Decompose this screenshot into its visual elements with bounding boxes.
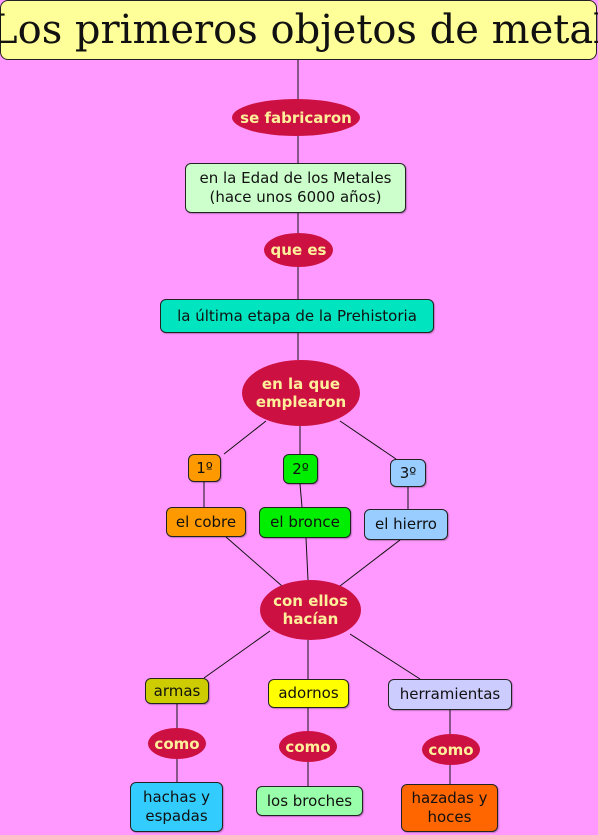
concept-el-cobre: el cobre (166, 507, 246, 537)
concept-edad-line-1: en la Edad de los Metales (199, 169, 392, 188)
linker-se-fabricaron: se fabricaron (232, 99, 360, 136)
concept-hazadas-y-hoces: hazadas y hoces (401, 784, 498, 832)
concept-el-hierro: el hierro (364, 509, 448, 540)
concept-armas: armas (145, 678, 209, 704)
connector-line (225, 536, 283, 587)
concept-edad-de-los-metales: en la Edad de los Metales (hace unos 600… (185, 163, 406, 213)
connector-line (305, 537, 309, 581)
concept-hachas-y-espadas: hachas y espadas (130, 782, 223, 832)
connector-line (203, 630, 271, 679)
map-title: Los primeros objetos de metal (0, 0, 598, 60)
concept-hachas-line-2: espadas (145, 807, 208, 825)
concept-segundo: 2º (283, 454, 318, 484)
concept-los-broches: los broches (256, 786, 363, 816)
concept-edad-line-2: (hace unos 6000 años) (209, 188, 382, 206)
linker-que-es: que es (264, 233, 333, 267)
connector-line (349, 633, 421, 680)
connector-line (223, 420, 267, 455)
linker-en-la-que-emplearon: en la que emplearon (242, 360, 360, 426)
linker-como-herramientas: como (422, 734, 480, 765)
linker-line-2: hacían (282, 610, 339, 628)
concept-tercero: 3º (390, 459, 426, 487)
concept-hachas-line-1: hachas y (142, 788, 211, 807)
connector-line (339, 539, 401, 587)
concept-primero: 1º (188, 454, 221, 482)
concept-hazadas-line-2: hoces (427, 808, 472, 826)
linker-line-2: emplearon (255, 393, 347, 411)
linker-con-ellos-hacian: con ellos hacían (260, 580, 361, 640)
concept-ultima-etapa-prehistoria: la última etapa de la Prehistoria (160, 299, 434, 333)
linker-como-adornos: como (279, 731, 337, 762)
connector-line (339, 420, 397, 460)
linker-como-armas: como (148, 728, 206, 759)
connector-line (299, 483, 303, 508)
concept-herramientas: herramientas (388, 679, 512, 710)
concept-hazadas-line-1: hazadas y (411, 789, 488, 808)
linker-line-1: en la que (261, 375, 341, 393)
concept-el-bronce: el bronce (259, 507, 351, 538)
concept-adornos: adornos (268, 679, 349, 708)
linker-line-1: con ellos (273, 592, 348, 610)
